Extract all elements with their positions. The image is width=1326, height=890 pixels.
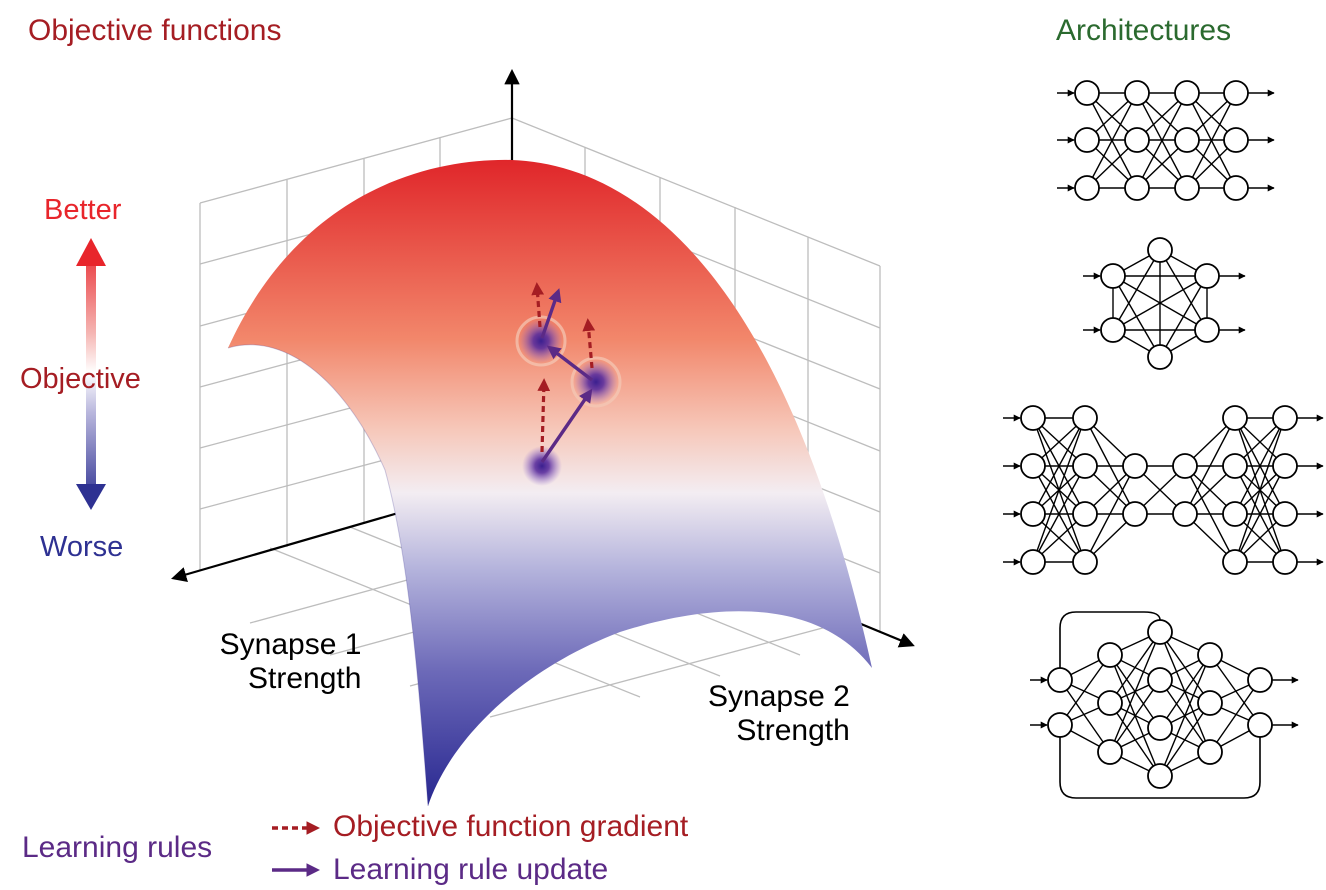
- network-feedforward-node: [1124, 127, 1150, 153]
- network-recurrent-node: [1100, 317, 1126, 343]
- objective-scale-arrow: [76, 238, 106, 510]
- network-feedforward-node: [1074, 80, 1100, 106]
- network-feedforward-node: [1124, 80, 1150, 106]
- network-skip-node: [1147, 715, 1173, 741]
- network-autoencoder-node: [1272, 405, 1298, 431]
- update-arrow-1: [540, 388, 593, 463]
- gradient-arrow-3: [531, 282, 545, 328]
- network-autoencoder-node: [1072, 453, 1098, 479]
- network-autoencoder-node: [1072, 405, 1098, 431]
- network-recurrent-node: [1100, 263, 1126, 289]
- network-autoencoder-node: [1172, 501, 1198, 527]
- network-autoencoder-node: [1072, 501, 1098, 527]
- network-skip-node: [1047, 667, 1073, 693]
- gradient-arrow-1: [537, 378, 551, 453]
- synapse2-line1: Synapse 2: [708, 680, 850, 713]
- network-skip-node: [1147, 763, 1173, 789]
- network-feedforward-node: [1223, 127, 1249, 153]
- network-autoencoder-node: [1020, 501, 1046, 527]
- network-skip-node: [1197, 739, 1223, 765]
- network-autoencoder-node: [1172, 453, 1198, 479]
- network-autoencoder-node: [1272, 453, 1298, 479]
- worse-label: Worse: [40, 531, 124, 563]
- network-feedforward-node: [1124, 175, 1150, 201]
- architecture-networks: [1003, 80, 1324, 799]
- network-feedforward-node: [1223, 80, 1249, 106]
- network-feedforward-node: [1174, 175, 1200, 201]
- synapse2-line2: Strength: [736, 713, 850, 747]
- objective-functions-title: Objective functions: [28, 14, 282, 47]
- synapse1-axis-label: Synapse 1 Strength: [188, 628, 362, 695]
- network-recurrent-node: [1147, 344, 1173, 370]
- network-skip-node: [1097, 739, 1123, 765]
- network-feedforward-node: [1174, 127, 1200, 153]
- trajectory-point-2: [574, 360, 618, 404]
- network-autoencoder-node: [1222, 549, 1248, 575]
- network-autoencoder-node: [1272, 549, 1298, 575]
- network-feedforward-node: [1174, 80, 1200, 106]
- architectures-title: Architectures: [1056, 14, 1232, 47]
- objective-label: Objective: [20, 363, 141, 395]
- network-autoencoder-node: [1222, 453, 1248, 479]
- synapse2-axis-label: Synapse 2 Strength: [648, 680, 850, 747]
- network-autoencoder-node: [1020, 549, 1046, 575]
- network-autoencoder-node: [1222, 501, 1248, 527]
- trajectory-point-1: [522, 446, 562, 486]
- network-autoencoder-node: [1020, 405, 1046, 431]
- network-autoencoder: [1003, 405, 1324, 575]
- update-arrow-2: [546, 345, 594, 382]
- network-autoencoder-node: [1122, 501, 1148, 527]
- network-feedforward-node: [1223, 175, 1249, 201]
- network-skip-node: [1047, 712, 1073, 738]
- network-skip-node: [1147, 667, 1173, 693]
- network-feedforward: [1057, 80, 1275, 201]
- legend-update-label: Learning rule update: [333, 853, 609, 886]
- network-autoencoder-node: [1020, 453, 1046, 479]
- network-skip-node: [1097, 642, 1123, 668]
- network-recurrent-node: [1147, 237, 1173, 263]
- learning-rules-label: Learning rules: [22, 831, 213, 864]
- synapse1-line1: Synapse 1: [219, 628, 362, 661]
- network-skip-node: [1197, 690, 1223, 716]
- network-skip-node: [1197, 642, 1223, 668]
- legend-gradient-label: Objective function gradient: [333, 810, 689, 843]
- network-feedforward-node: [1074, 127, 1100, 153]
- network-feedforward-node: [1074, 175, 1100, 201]
- network-recurrent-node: [1194, 263, 1220, 289]
- update-arrow-3: [540, 288, 562, 339]
- network-skip-node: [1097, 690, 1123, 716]
- gradient-arrow-2: [582, 318, 596, 369]
- network-skip-node: [1147, 619, 1173, 645]
- network-skip: [1030, 611, 1299, 799]
- synapse1-line2: Strength: [248, 661, 362, 695]
- network-autoencoder-node: [1122, 453, 1148, 479]
- network-skip-node: [1247, 712, 1273, 738]
- network-recurrent: [1083, 237, 1246, 370]
- network-autoencoder-node: [1222, 405, 1248, 431]
- network-recurrent-node: [1194, 317, 1220, 343]
- better-label: Better: [44, 194, 122, 226]
- network-autoencoder-node: [1072, 549, 1098, 575]
- legend-symbols: [272, 821, 321, 877]
- network-skip-node: [1247, 667, 1273, 693]
- learning-trajectory: [515, 282, 622, 486]
- network-autoencoder-node: [1272, 501, 1298, 527]
